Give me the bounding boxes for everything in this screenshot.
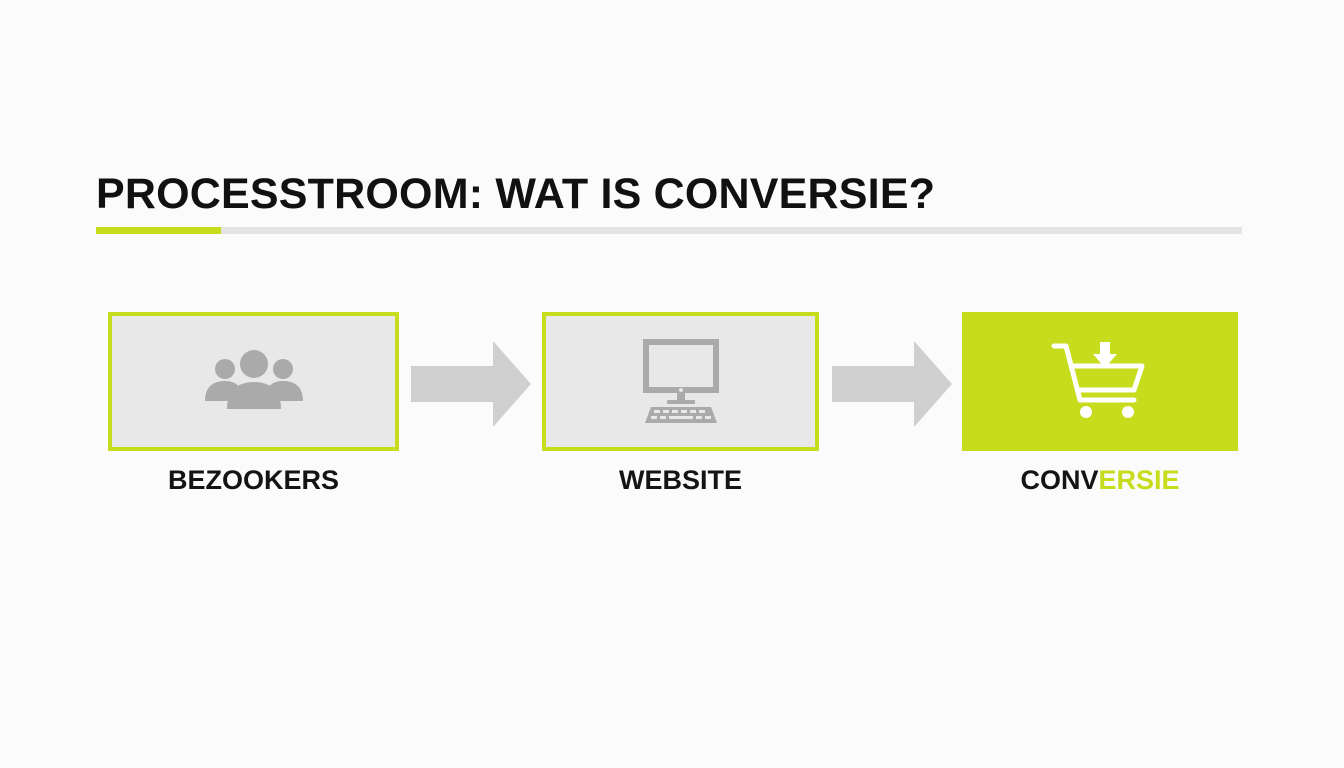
step-box-visitors <box>108 312 399 451</box>
title-underline-track <box>96 227 1242 234</box>
title-underline <box>96 227 1242 234</box>
title-underline-accent <box>96 227 221 234</box>
flow-arrow-2 <box>832 341 952 427</box>
users-icon <box>204 349 303 409</box>
step-label-conversion-part-dark: CONV <box>1020 465 1099 495</box>
desktop-computer-icon <box>642 338 719 423</box>
page-title: PROCESSTROOM: WAT IS CONVERSIE? <box>96 170 936 218</box>
flow-arrow-1 <box>411 341 531 427</box>
step-box-website <box>542 312 819 451</box>
step-box-conversion <box>962 312 1238 451</box>
step-label-conversion-part-accent: ERSIE <box>1098 465 1180 495</box>
step-label-conversion: CONVERSIE <box>962 464 1238 496</box>
shopping-cart-download-icon <box>1051 341 1145 418</box>
step-label-visitors: BEZOOKERS <box>167 465 340 495</box>
step-label-website: WEBSITE <box>618 465 742 495</box>
